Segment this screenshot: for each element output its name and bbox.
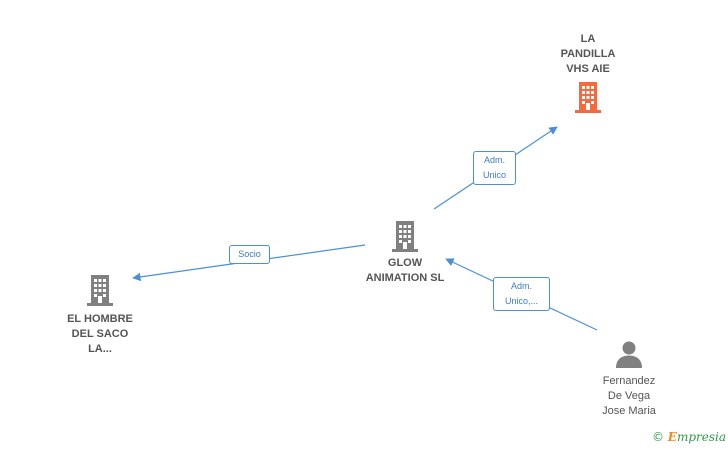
- brand-initial: E: [667, 430, 677, 444]
- node-fernandez-de-vega[interactable]: Fernandez De Vega Jose Maria: [579, 338, 679, 419]
- building-icon: [87, 275, 113, 306]
- node-el-hombre-del-saco[interactable]: EL HOMBRE DEL SACO LA...: [50, 272, 150, 357]
- copyright-symbol: ©: [651, 430, 664, 444]
- building-icon: [575, 82, 601, 113]
- node-la-pandilla[interactable]: LA PANDILLA VHS AIE: [538, 32, 638, 115]
- node-label: Fernandez De Vega Jose Maria: [602, 375, 656, 417]
- node-label: LA PANDILLA VHS AIE: [560, 33, 616, 75]
- node-label: GLOW ANIMATION SL: [365, 257, 445, 284]
- node-glow-animation[interactable]: GLOW ANIMATION SL: [355, 218, 455, 286]
- edge-label-adm-unico[interactable]: Adm. Unico: [473, 151, 516, 185]
- empresia-logo[interactable]: © Empresia: [652, 430, 726, 444]
- person-icon: [616, 341, 642, 368]
- building-icon: [392, 221, 418, 252]
- edge-label-adm-unico-more[interactable]: Adm. Unico,...: [493, 277, 550, 311]
- node-label: EL HOMBRE DEL SACO LA...: [67, 313, 133, 355]
- brand-name: mpresia: [676, 430, 726, 444]
- edge-label-socio[interactable]: Socio: [229, 245, 270, 264]
